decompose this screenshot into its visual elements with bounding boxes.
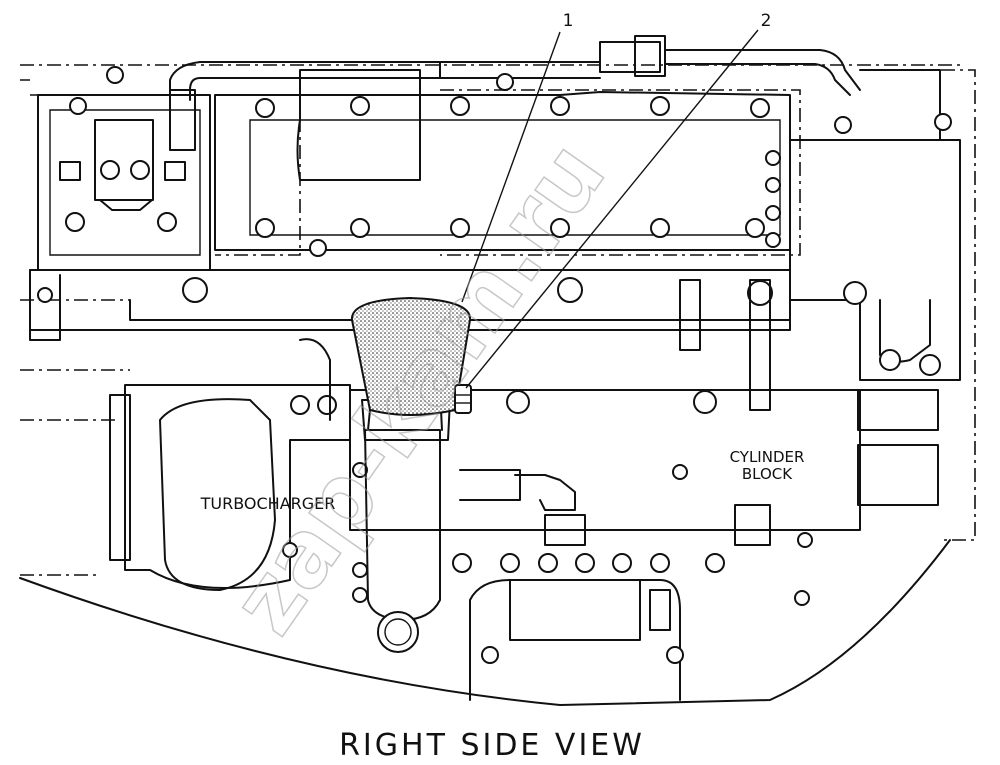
cylinder-block-label-line2: BLOCK [742,465,793,483]
crankcase-breather [350,296,472,653]
valve-cover-left [37,89,211,271]
caption: RIGHT SIDE VIEW [339,728,645,763]
turbocharger: TURBOCHARGER [109,338,351,591]
breather-filter-element [350,296,472,416]
leader-line-1 [461,31,561,303]
watermark: zap-kam.ru [212,124,626,653]
leader-line-2 [465,29,759,389]
callout-2: 2 [761,11,772,31]
oil-pan [19,462,951,706]
pan-bolts [352,462,813,664]
callout-1: 1 [563,11,574,31]
cylinder-block-label-line1: CYLINDER [730,448,805,466]
leader-lines [461,29,759,389]
cylinder-block: CYLINDER BLOCK [349,389,861,546]
valve-cover-center [106,35,861,257]
breather-fitting [454,384,472,414]
right-housing [765,69,961,506]
turbocharger-label: TURBOCHARGER [200,494,336,513]
exhaust-manifold [29,269,791,414]
cover-bolts [106,66,770,257]
